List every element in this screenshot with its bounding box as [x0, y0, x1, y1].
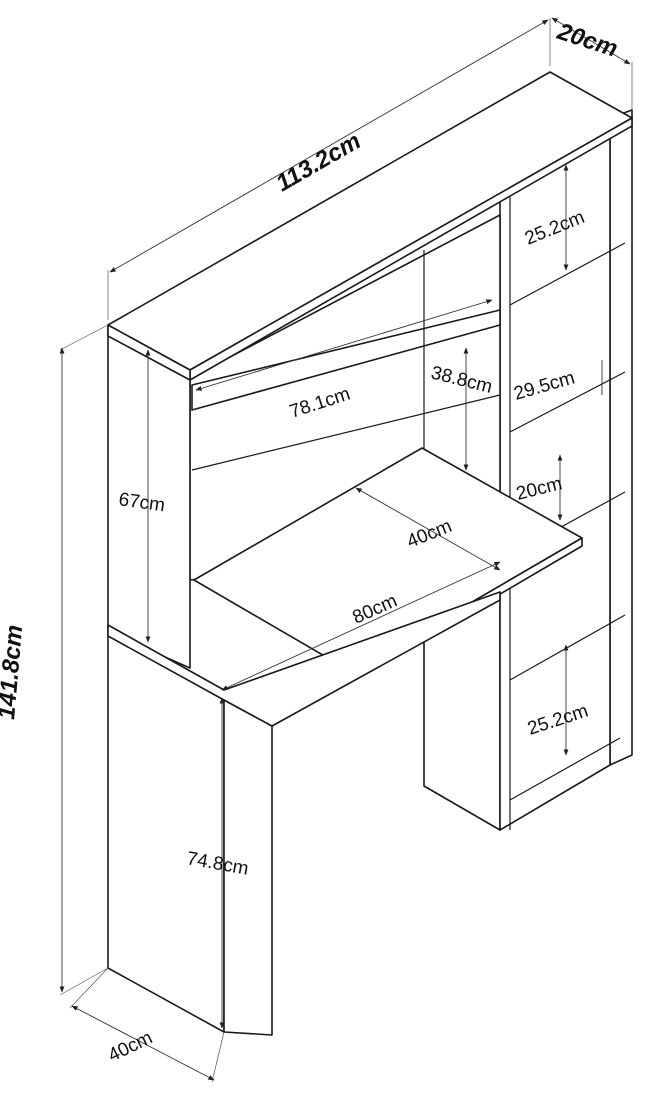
dim-desk-depth: [355, 487, 501, 571]
shelf-1: [509, 242, 626, 306]
dim-total-width: [109, 19, 549, 273]
bookcase-right-side: [609, 109, 633, 766]
label-hutch-depth: 20cm: [553, 18, 621, 63]
label-total-height: 141.8cm: [0, 624, 28, 721]
ext-line: [211, 1031, 225, 1083]
ext-line: [69, 967, 109, 1009]
shelf-5: [509, 737, 621, 801]
dim-desk-width: [221, 561, 501, 691]
dim-hutch-depth: [551, 17, 631, 65]
left-pedestal-side: [107, 631, 225, 1033]
ext-line: [59, 324, 109, 351]
dimension-lines: [59, 17, 633, 1083]
shelf-2: [509, 371, 626, 433]
hutch-shelf-under: [191, 394, 501, 471]
dim-hutch-shelf-width: [195, 299, 493, 391]
dim-base-depth: [71, 1005, 215, 1081]
label-base-depth: 40cm: [105, 1027, 156, 1066]
ext-line: [59, 967, 109, 996]
